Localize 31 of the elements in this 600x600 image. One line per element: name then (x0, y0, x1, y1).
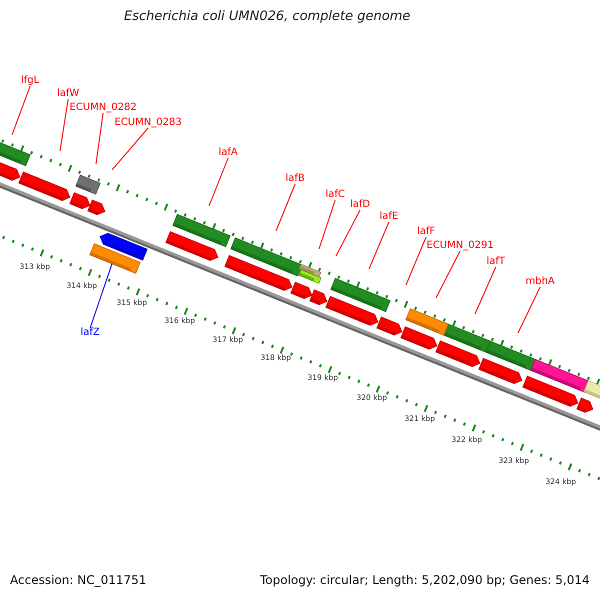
gene-label: lfgL (21, 76, 40, 86)
gene-label: lafZ (80, 328, 100, 338)
gene-bar (89, 243, 141, 274)
leader-line (60, 98, 69, 152)
leader-line (336, 210, 361, 256)
gene-label: lafB (286, 174, 305, 184)
gene-label: ECUMN_0283 (114, 118, 182, 128)
leader-line (112, 128, 149, 170)
genome-summary-text: Topology: circular; Length: 5,202,090 bp; Genes: 5,014 (260, 574, 590, 586)
gene-label: ECUMN_0291 (426, 241, 494, 251)
gene-label: mbhA (526, 277, 555, 287)
leader-line (318, 200, 336, 250)
gene-label: lafT (486, 257, 506, 267)
gene-label: lafW (57, 89, 80, 99)
title: Escherichia coli UMN026, complete genome (124, 10, 410, 23)
leader-line (368, 222, 390, 270)
accession-text: Accession: NC_011751 (10, 574, 146, 586)
gene-label: ECUMN_0282 (70, 103, 137, 113)
leader-line (96, 112, 104, 164)
leader-line (12, 86, 31, 136)
leader-line (208, 158, 229, 206)
gene-label: lafA (218, 148, 238, 158)
gene-label: lafE (380, 212, 398, 222)
leader-line (518, 286, 541, 334)
leader-line (474, 266, 496, 314)
leader-line (436, 250, 461, 298)
leader-line (406, 236, 427, 286)
gene-label: lafD (350, 200, 370, 210)
gene-label: lafC (326, 190, 345, 200)
gene-label: lafF (417, 227, 436, 237)
leader-line (276, 184, 296, 232)
